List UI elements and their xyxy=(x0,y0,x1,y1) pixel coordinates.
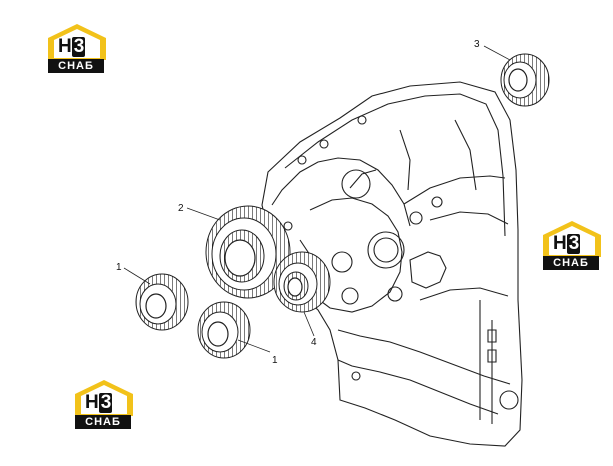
logo-wordmark: CHAБ xyxy=(543,256,599,270)
leader-line-1-lower xyxy=(237,339,271,353)
logo-wordmark: CHAБ xyxy=(75,415,131,429)
gear-part-1-upper xyxy=(135,273,189,331)
logo-wordmark: CHAБ xyxy=(48,59,104,73)
gear-part-1-lower xyxy=(197,301,251,359)
callout-2: 2 xyxy=(178,203,184,214)
callout-3: 3 xyxy=(474,39,480,50)
leader-line-1-upper xyxy=(123,267,151,285)
gear-part-3 xyxy=(500,53,550,107)
gear-part-4 xyxy=(273,251,331,313)
callout-4: 4 xyxy=(311,337,317,348)
leader-line-2 xyxy=(186,207,221,221)
leader-line-3 xyxy=(483,45,511,61)
callout-1-upper: 1 xyxy=(116,262,122,273)
leader-lines xyxy=(123,45,511,353)
callout-1-lower: 1 xyxy=(272,355,278,366)
gear-part-2 xyxy=(205,205,291,299)
leader-line-4 xyxy=(303,311,315,337)
